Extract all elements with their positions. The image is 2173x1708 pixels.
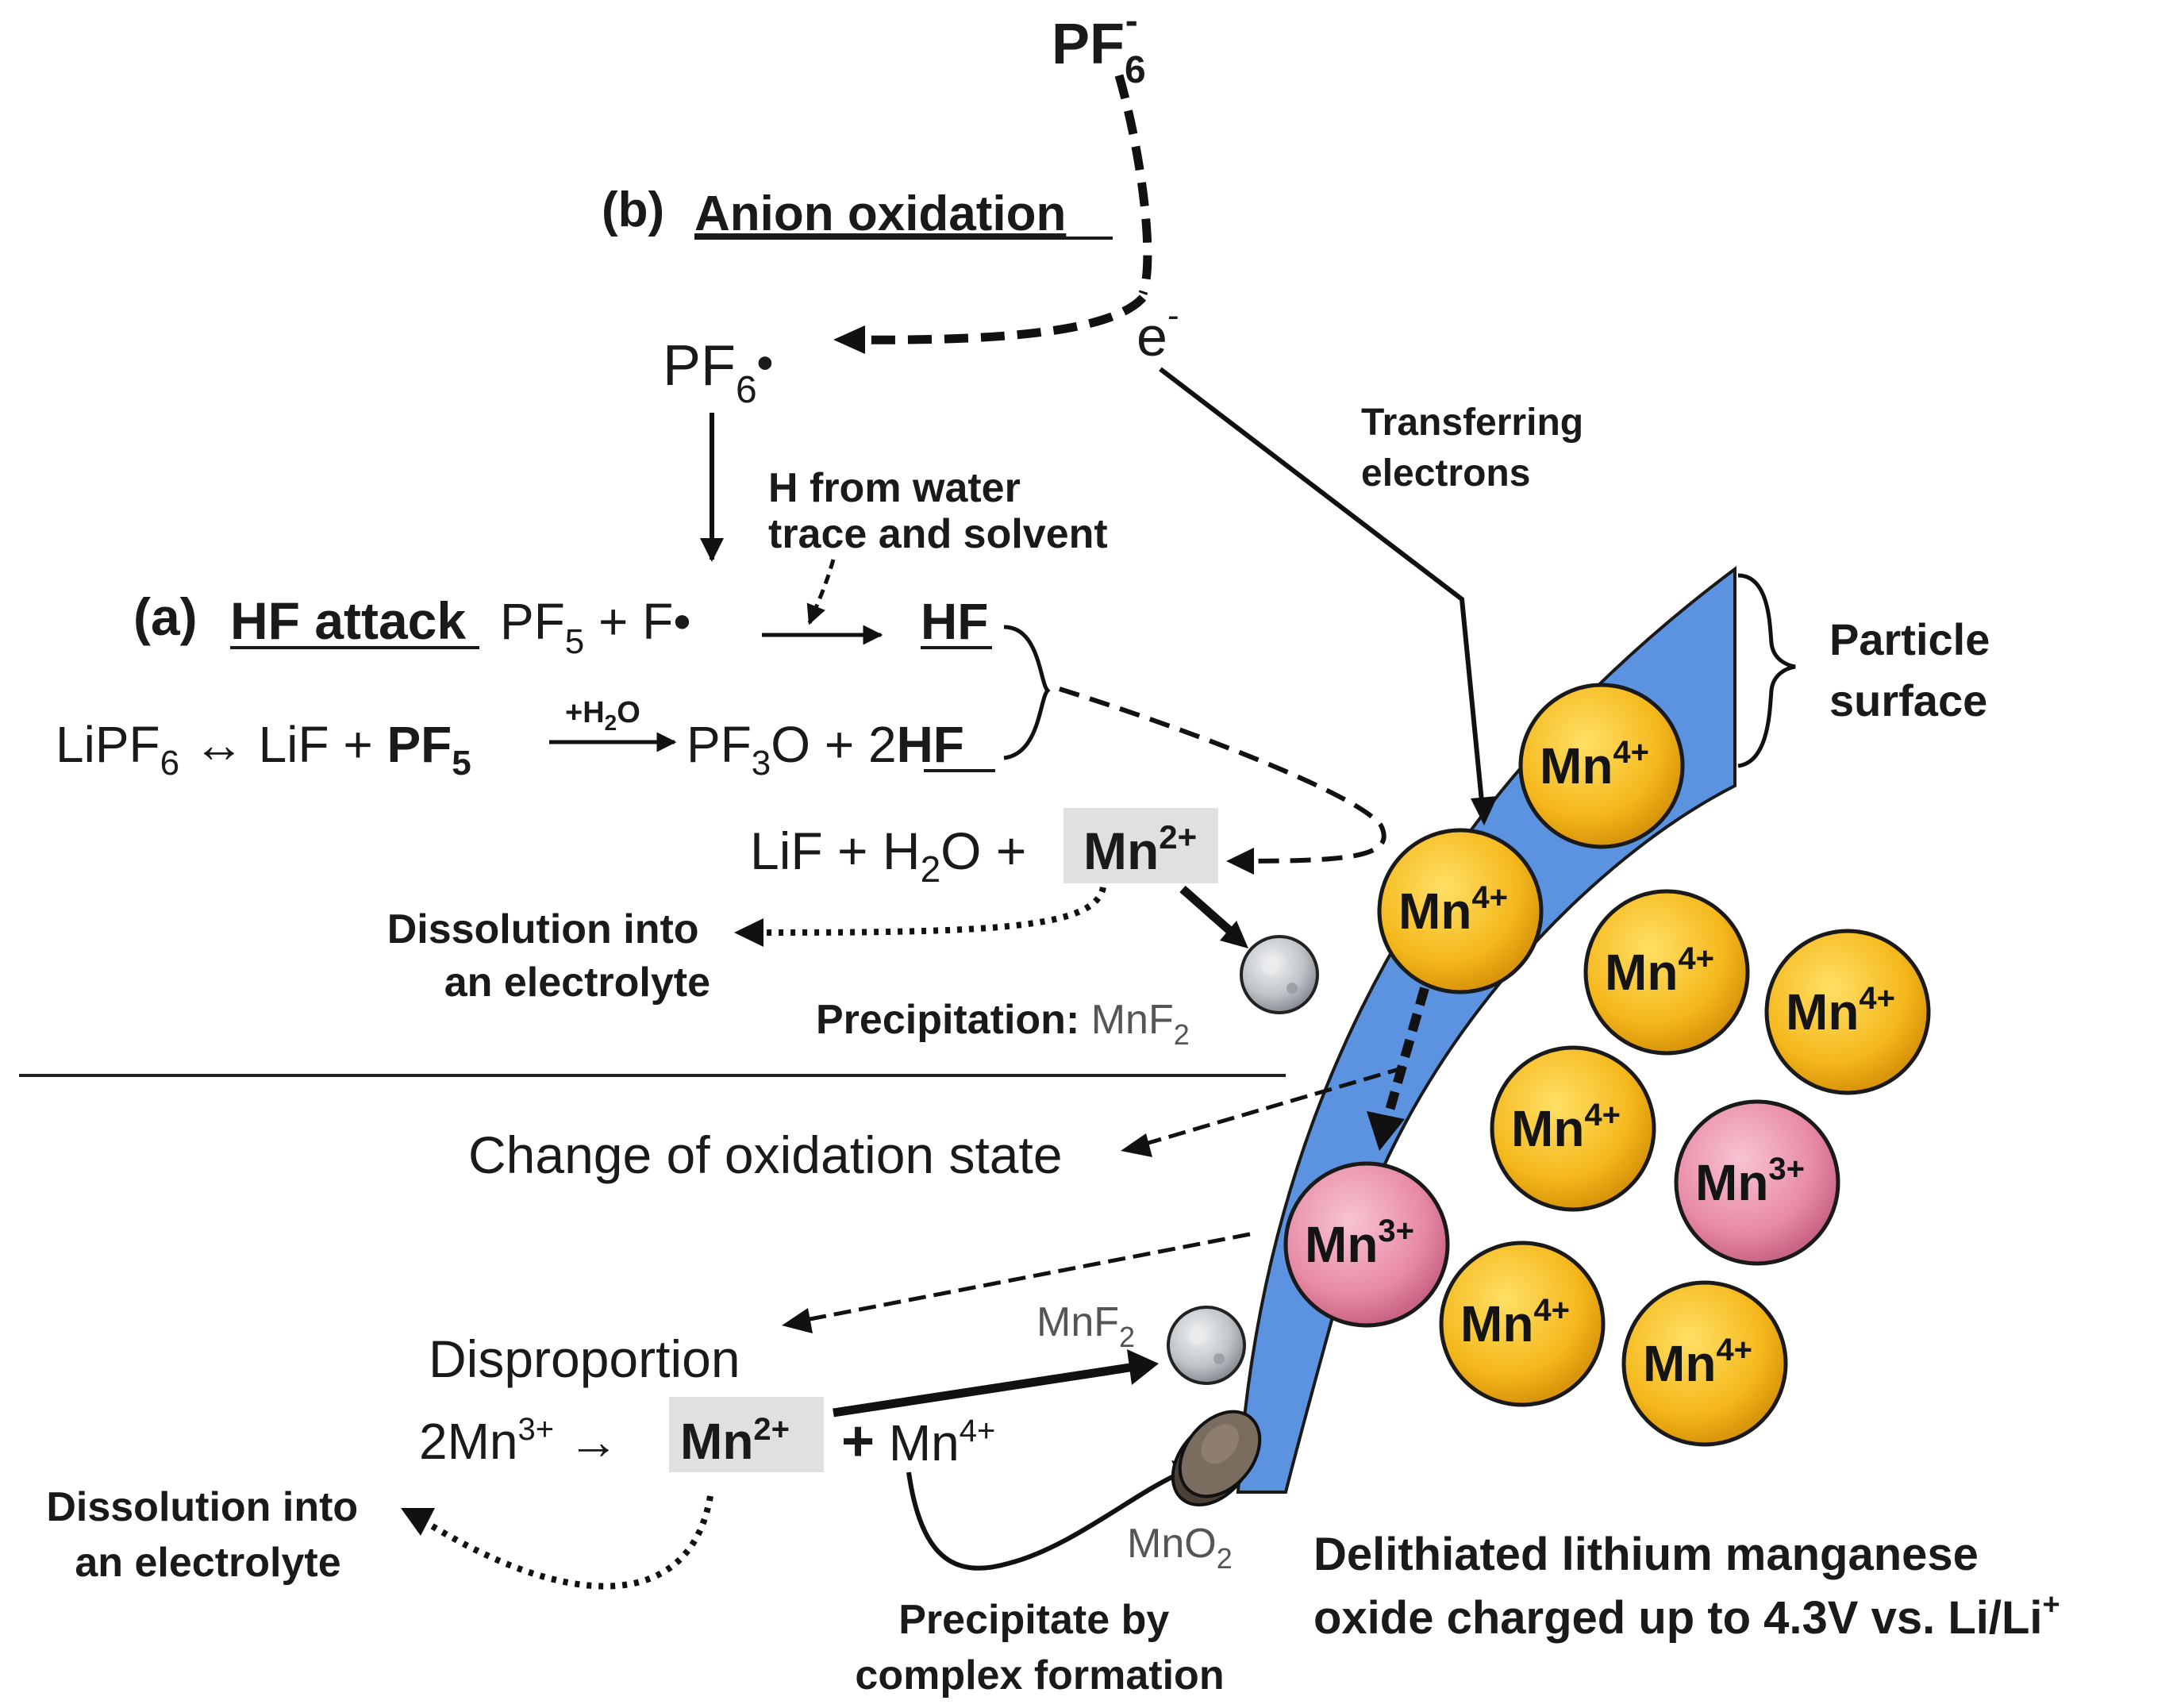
hf-attack-label: (a)	[133, 587, 198, 646]
ion-sphere	[1283, 1161, 1450, 1328]
pf3o-equation: PF3O + 2HF	[687, 716, 964, 783]
reduction-arrowhead	[1367, 1111, 1405, 1151]
mn4-ion: Mn4+	[1518, 683, 1685, 849]
ion-label: Mn4+	[1540, 735, 1649, 794]
pf5-plus-f: PF5 + F•	[500, 593, 691, 661]
hf-attack-title: HF attack	[230, 591, 466, 650]
mn4-ion: Mn4+	[1439, 1241, 1606, 1407]
ion-label: Mn4+	[1605, 941, 1714, 1001]
particle-surface-bracket	[1737, 573, 1796, 768]
delithiated-label: Delithiated lithium manganese oxide char…	[1313, 1529, 2060, 1644]
oxidation-state-arrow	[1134, 1065, 1406, 1149]
ion-sphere	[1439, 1241, 1606, 1407]
mnf2-particle-top	[1240, 935, 1319, 1014]
ion-sphere	[1621, 1280, 1788, 1447]
mno2-particle	[1171, 1410, 1262, 1507]
pf6-radical-label: PF6•	[663, 334, 773, 411]
ion-label: Mn4+	[1460, 1293, 1570, 1352]
h-source-arrow	[806, 559, 836, 625]
lipf6-equation: LiPF6 ↔ LiF + PF5	[56, 716, 471, 783]
ion-sphere	[1490, 1045, 1656, 1212]
hf-brace	[1003, 625, 1051, 760]
ion-sphere	[1764, 929, 1931, 1095]
anion-to-electron-arrow	[1114, 74, 1152, 295]
precipitation-label: Precipitation: MnF2	[816, 997, 1190, 1051]
mn3-ion: Mn3+	[1283, 1161, 1450, 1328]
pf6-anion: PF6-	[1052, 0, 1146, 91]
radical-arrowhead	[833, 325, 865, 354]
lif-h2o-equation: LiF + H2O +	[750, 821, 1026, 890]
transferring-electrons-label: Transferring electrons	[1361, 402, 1594, 494]
anion-oxidation-label: (b)	[602, 183, 664, 237]
mn2-to-mnf2-arrowhead	[1220, 921, 1248, 948]
ion-label: Mn4+	[1511, 1098, 1621, 1157]
mn2-top-label: Mn2+	[1083, 818, 1197, 880]
ion-label: Mn3+	[1695, 1152, 1805, 1211]
mnf2-particle-bottom	[1167, 1306, 1246, 1385]
dissolution-bottom-label: Dissolution into an electrolyte	[46, 1484, 369, 1586]
mno2-label: MnO2	[1127, 1521, 1233, 1575]
change-oxidation-label: Change of oxidation state	[468, 1125, 1063, 1184]
ion-sphere	[1674, 1099, 1840, 1266]
mn4-ion: Mn4+	[1764, 929, 1931, 1095]
particle-surface-label: Particle surface	[1829, 614, 2002, 725]
anion-oxidation-title: Anion oxidation	[694, 187, 1066, 241]
mn4-ion: Mn4+	[1490, 1045, 1656, 1212]
mn3-ion: Mn3+	[1674, 1099, 1840, 1266]
dissolution-bottom-arrow	[426, 1495, 713, 1590]
electron-transfer-arrow	[1159, 367, 1485, 810]
disproportion-label: Disproportion	[429, 1329, 740, 1388]
ion-sphere	[1583, 889, 1750, 1056]
dissolution-top-arrowhead	[734, 918, 763, 947]
mnf2-bottom-label: MnF2	[1037, 1299, 1135, 1353]
electron-to-radical-arrow	[847, 294, 1147, 344]
mn2-bottom-to-mnf2-arrowhead	[1127, 1349, 1159, 1385]
disproportion-equation-left: 2Mn3+ →	[419, 1412, 619, 1470]
disproportion-equation-right: + Mn4+	[841, 1410, 995, 1473]
dissolution-top-arrow	[761, 886, 1106, 936]
mn4-to-mno2-arrow	[906, 1470, 1184, 1571]
ion-sphere	[1518, 683, 1685, 849]
hf-to-mn2-arrow	[1059, 687, 1386, 864]
mn2-bottom-to-mnf2-arrow	[833, 1362, 1136, 1418]
mn2-bottom-box	[669, 1397, 824, 1472]
ion-label: Mn3+	[1305, 1214, 1414, 1273]
reduction-arrow	[1380, 987, 1429, 1129]
mn2-bottom-label: Mn2+	[680, 1412, 790, 1470]
ion-label: Mn4+	[1643, 1333, 1752, 1392]
mn4-ion: Mn4+	[1377, 828, 1544, 994]
oxidation-state-arrowhead	[1121, 1133, 1152, 1157]
h2o-over-arrow: +H2O	[565, 696, 640, 735]
hf-product-top: HF	[921, 593, 988, 650]
ion-label: Mn4+	[1398, 880, 1508, 940]
mn2-top-box	[1063, 808, 1218, 883]
ion-sphere	[1377, 828, 1544, 994]
precipitate-complex-label: Precipitate by complex formation	[855, 1597, 1224, 1698]
electron-label: e-	[1136, 296, 1179, 367]
mn2-to-mnf2-arrow	[1179, 885, 1240, 941]
hf-to-mn2-arrowhead	[1226, 848, 1254, 875]
electron-transfer-arrowhead	[1471, 796, 1498, 825]
mn4-ion: Mn4+	[1621, 1280, 1788, 1447]
ion-label: Mn4+	[1786, 981, 1895, 1041]
mn-ion-group: Mn4+ Mn4+ Mn4+ Mn4+ Mn4+ Mn3+ Mn3+ Mn4+ Mn4+	[1283, 683, 1931, 1447]
h-source-label: H from water trace and solvent	[768, 465, 1108, 557]
disproportion-arrowhead	[782, 1308, 813, 1333]
disproportion-arrow	[797, 1232, 1251, 1324]
mn4-ion: Mn4+	[1583, 889, 1750, 1056]
dissolution-top-label: Dissolution into an electrolyte	[387, 906, 710, 1006]
dissolution-bottom-arrowhead	[401, 1508, 435, 1536]
